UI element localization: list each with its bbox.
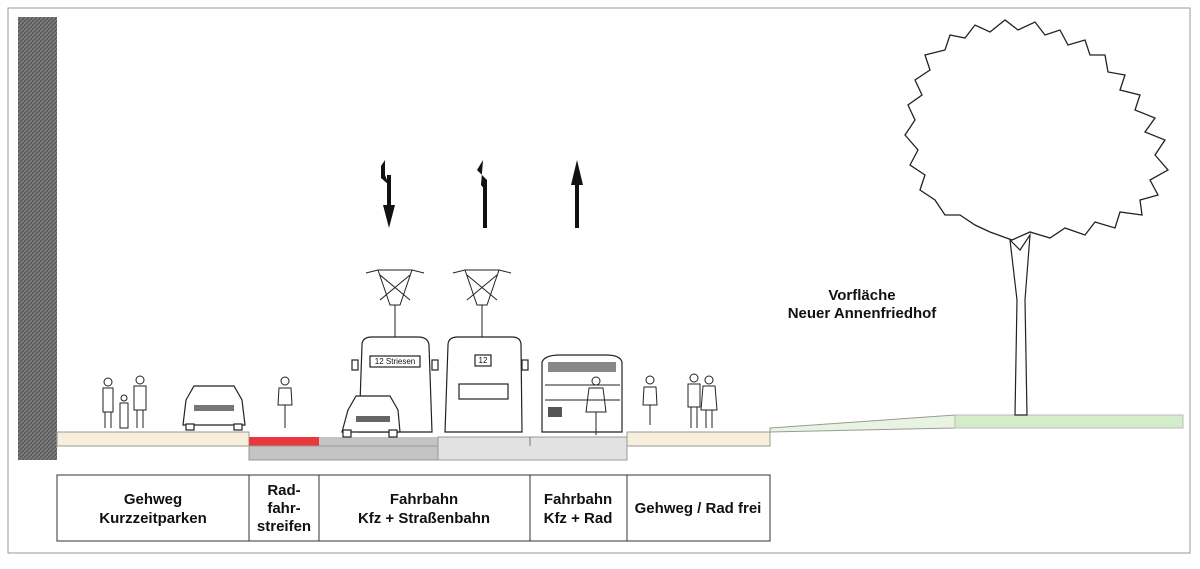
pantograph-right xyxy=(452,269,512,337)
road-base-dark xyxy=(248,445,439,461)
straight-up-arrow-icon xyxy=(571,160,583,228)
tram-right: 12 xyxy=(444,336,529,433)
section-legend-table: Gehweg Kurzzeitparken Rad- fahr- streife… xyxy=(56,474,771,542)
tree xyxy=(904,19,1170,416)
pedestrians-couple xyxy=(687,373,718,428)
cyclist-sidewalk xyxy=(642,375,658,425)
legend-cell-road-bike-line2: Kfz + Rad xyxy=(544,510,613,527)
area-label-line1: Vorfläche xyxy=(828,287,895,304)
tram-left-destination-sign: 12 Striesen xyxy=(375,357,415,366)
bus-rear-view xyxy=(541,354,623,433)
sidewalk-left xyxy=(56,431,250,447)
legend-cell-tram-road-line1: Fahrbahn xyxy=(390,491,458,508)
legend-cell-shared-sidewalk: Gehweg / Rad frei xyxy=(635,500,762,517)
cyclist-bike-lane xyxy=(277,376,293,428)
cyclist-bus-lane xyxy=(585,376,607,435)
grass-area xyxy=(954,414,1184,429)
legend-cell-bikelane-line3: streifen xyxy=(257,518,311,535)
legend-cell-sidewalk-line1: Gehweg xyxy=(124,491,182,508)
left-down-arrow-icon xyxy=(381,160,395,228)
pedestrians-family xyxy=(102,375,147,429)
left-turn-up-arrow-icon xyxy=(477,160,487,228)
road-tram-lane-top xyxy=(319,437,438,446)
area-label-line2: Neuer Annenfriedhof xyxy=(788,305,938,322)
legend-cell-bikelane-line2: fahr- xyxy=(267,500,300,517)
road-lane-light xyxy=(437,436,628,461)
car-front-view xyxy=(341,395,401,438)
legend-cell-tram-road-line2: Kfz + Straßenbahn xyxy=(358,510,490,527)
parked-car xyxy=(182,385,246,431)
legend-cell-bikelane-line1: Rad- xyxy=(267,482,300,499)
tram-right-number-sign: 12 xyxy=(479,356,488,365)
diagram-frame xyxy=(7,7,1191,554)
building-wall xyxy=(18,17,57,460)
sidewalk-right xyxy=(626,431,771,447)
ramp xyxy=(769,414,956,433)
legend-cell-sidewalk-line2: Kurzzeitparken xyxy=(99,510,207,527)
bike-lane xyxy=(249,437,319,446)
pantograph-left xyxy=(365,269,425,337)
legend-cell-road-bike-line1: Fahrbahn xyxy=(544,491,612,508)
